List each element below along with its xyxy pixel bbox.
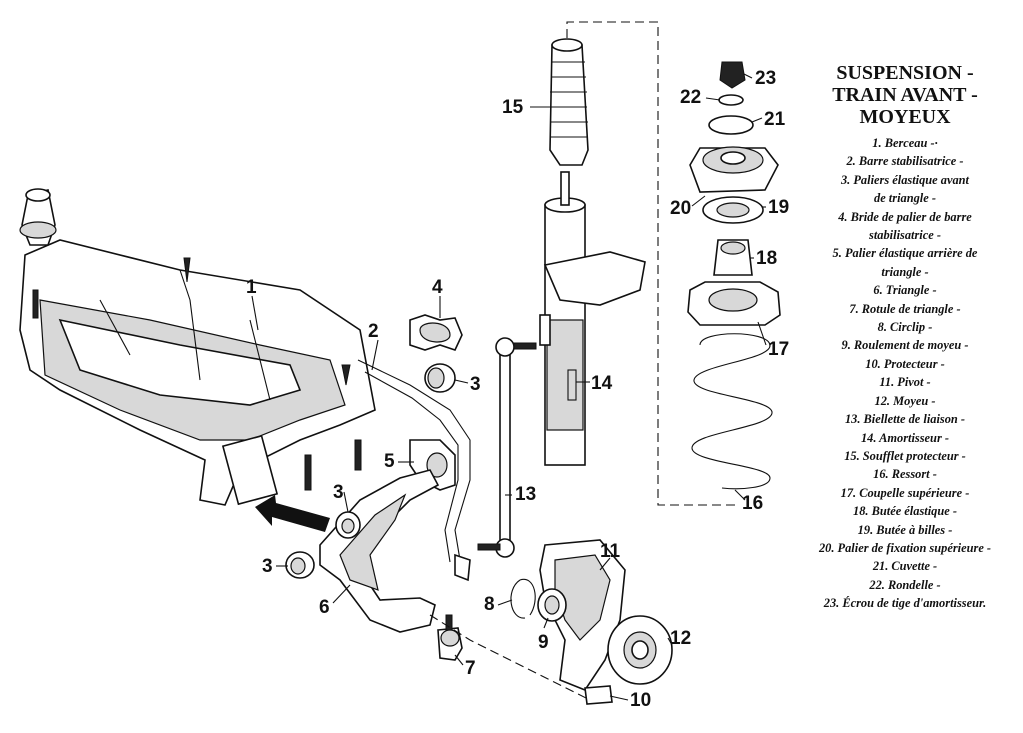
shock-absorber [539, 171, 646, 466]
callout-6: 6 [319, 597, 330, 618]
legend-item: 9. Roulement de moyeu - [841, 338, 969, 353]
legend-panel: SUSPENSION - TRAIN AVANT - MOYEUX 1. Ber… [790, 62, 1020, 613]
callout-15: 15 [502, 97, 524, 118]
legend-title-line-3: MOYEUX [859, 106, 951, 128]
legend-item: 12. Moyeu - [874, 393, 936, 408]
callout-12: 12 [670, 628, 691, 649]
callout-8: 8 [484, 594, 495, 615]
stabilizer-bar [357, 359, 471, 582]
legend-item: 11. Pivot - [879, 375, 931, 390]
callout-labels: 1 2 3 3 3 4 5 6 7 8 9 10 11 12 13 14 15 … [246, 68, 789, 711]
callout-23: 23 [755, 68, 776, 89]
legend-item: 1. Berceau -· [872, 136, 938, 150]
callout-18: 18 [756, 248, 777, 269]
legend-item: stabilisatrice - [869, 228, 941, 243]
callout-4: 4 [432, 277, 443, 298]
lower-control-arm [285, 469, 440, 633]
callout-3-top: 3 [470, 374, 481, 395]
callout-20: 20 [670, 198, 691, 219]
callout-2: 2 [368, 321, 379, 342]
subframe-berceau [19, 188, 376, 506]
legend-item: 22. Rondelle - [869, 577, 941, 592]
legend-item: 17. Coupelle supérieure - [840, 485, 970, 500]
legend-title-line-1: SUSPENSION - [836, 62, 974, 84]
callout-9: 9 [538, 632, 549, 653]
callout-16: 16 [742, 493, 763, 514]
legend-list: 1. Berceau -· 2. Barre stabilisatrice - … [790, 134, 1020, 613]
callout-5: 5 [384, 451, 395, 472]
legend-item: 23. Écrou de tige d'amortisseur. [823, 596, 987, 611]
legend-item: 19. Butée à billes - [857, 522, 953, 537]
legend-item: 7. Rotule de triangle - [849, 301, 961, 316]
callout-17: 17 [768, 339, 789, 360]
direction-arrow-icon [255, 495, 330, 532]
ball-joint [437, 614, 463, 661]
legend-item: 10. Protecteur - [865, 356, 945, 371]
legend-item: triangle - [881, 264, 929, 279]
callout-13: 13 [515, 484, 536, 505]
legend-item: 6. Triangle - [873, 283, 937, 298]
callout-3-left: 3 [262, 556, 273, 577]
drop-link [477, 337, 537, 558]
legend-item: 2. Barre stabilisatrice - [846, 154, 964, 169]
legend-item: 5. Palier élastique arrière de [832, 246, 978, 261]
callout-21: 21 [764, 109, 786, 130]
legend-title-line-2: TRAIN AVANT - [832, 84, 978, 106]
legend-item: 20. Palier de fixation supérieure - [818, 540, 992, 555]
callout-11: 11 [600, 541, 621, 562]
legend-item: 16. Ressort - [873, 467, 937, 482]
callout-3-mid: 3 [333, 482, 344, 503]
callout-22: 22 [680, 87, 701, 108]
legend-item: 4. Bride de palier de barre [838, 209, 972, 224]
hub-knuckle-assembly [510, 539, 673, 705]
protective-boot [549, 38, 589, 166]
legend-title: SUSPENSION - TRAIN AVANT - MOYEUX [790, 62, 1020, 128]
legend-item: 13. Biellette de liaison - [844, 412, 966, 427]
legend-item: 14. Amortisseur - [860, 430, 949, 445]
callout-19: 19 [768, 197, 789, 218]
spring-mount-stack [687, 61, 781, 490]
callout-1: 1 [246, 277, 257, 298]
leader-lines [251, 73, 767, 701]
legend-item: de triangle - [874, 191, 936, 206]
legend-item: 3. Paliers élastique avant [840, 172, 970, 187]
legend-item: 8. Circlip - [877, 320, 933, 335]
legend-item: 18. Butée élastique - [853, 504, 957, 519]
legend-item: 15. Soufflet protecteur - [844, 448, 966, 463]
callout-7: 7 [465, 658, 476, 679]
legend-item: 21. Cuvette - [872, 559, 938, 574]
callout-14: 14 [591, 373, 613, 394]
callout-10: 10 [630, 690, 651, 711]
